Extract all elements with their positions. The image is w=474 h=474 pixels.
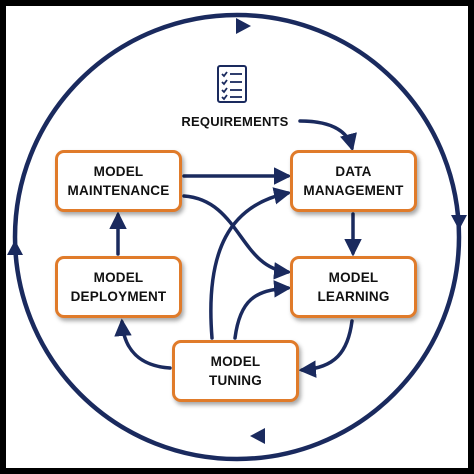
- node-model-learning: MODEL LEARNING: [290, 256, 417, 318]
- node-model-deployment: MODEL DEPLOYMENT: [55, 256, 182, 318]
- node-label-line1: MODEL: [93, 270, 144, 285]
- node-label-line2: TUNING: [209, 373, 262, 388]
- node-label-line1: MODEL: [93, 164, 144, 179]
- edge-tuning-to-deployment: [114, 318, 172, 370]
- edge-tuning-to-learning: [233, 280, 292, 340]
- cycle-arrowhead-bottom: [250, 428, 265, 444]
- edge-learning-to-tuning: [298, 319, 354, 378]
- node-model-maintenance: MODEL MAINTENANCE: [55, 150, 182, 212]
- node-label-line2: MANAGEMENT: [303, 183, 404, 198]
- requirements-label: REQUIREMENTS: [181, 114, 289, 129]
- node-label-line2: LEARNING: [317, 289, 390, 304]
- node-model-tuning: MODEL TUNING: [172, 340, 299, 402]
- node-data-management: DATA MANAGEMENT: [290, 150, 417, 212]
- cycle-arrowhead-right: [451, 215, 467, 230]
- edge-requirements-to-data: [298, 119, 357, 152]
- node-label-line1: DATA: [335, 164, 372, 179]
- edge-tuning-to-data: [209, 187, 292, 340]
- node-label-line1: MODEL: [328, 270, 379, 285]
- node-label-line2: DEPLOYMENT: [70, 289, 167, 304]
- cycle-arrowhead-top: [236, 18, 251, 34]
- node-label-line2: MAINTENANCE: [67, 183, 170, 198]
- cycle-arrowhead-left: [7, 240, 23, 255]
- edge-maintenance-to-learning: [182, 194, 292, 280]
- outer-cycle-ring: [12, 12, 462, 462]
- checklist-document-icon: [217, 65, 247, 103]
- node-label-line1: MODEL: [210, 354, 261, 369]
